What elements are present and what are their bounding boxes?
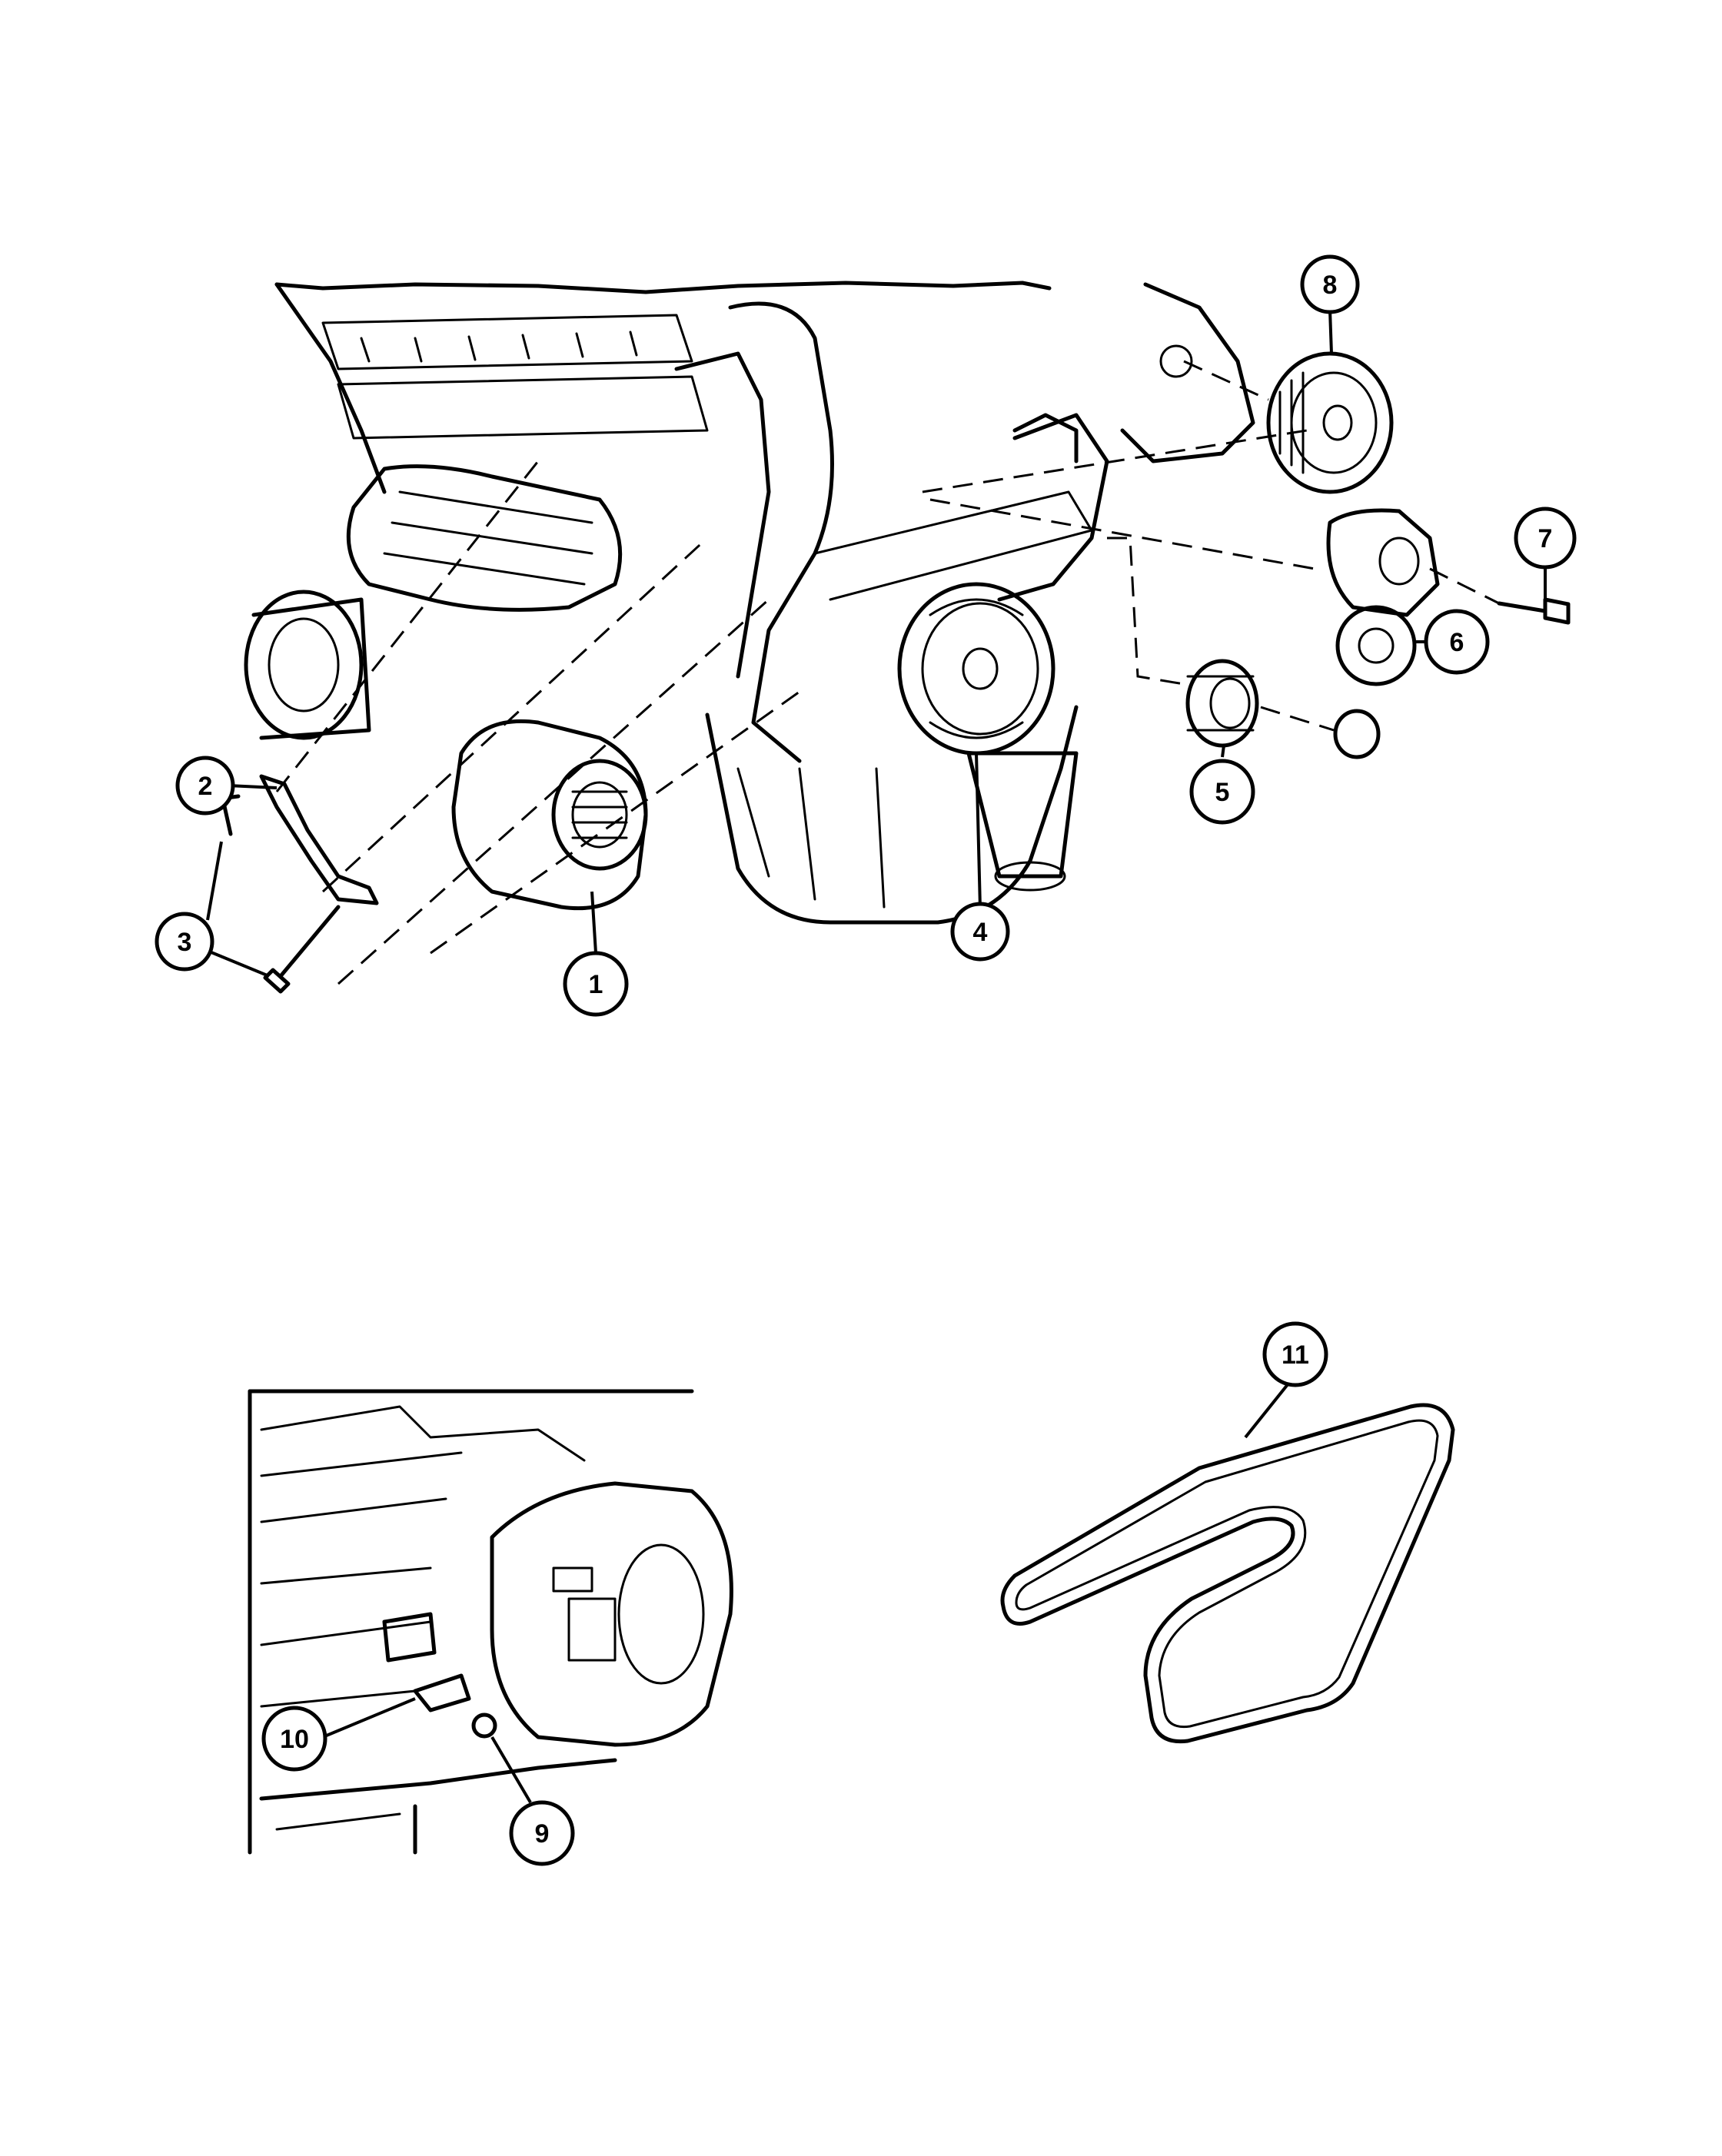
callout-2: 2 <box>175 756 235 816</box>
callout-10-label: 10 <box>280 1725 309 1754</box>
callout-11: 11 <box>1262 1321 1328 1387</box>
callout-5-label: 5 <box>1215 778 1230 807</box>
alternator <box>451 719 648 911</box>
callout-7: 7 <box>1514 507 1577 570</box>
callout-3: 3 <box>155 912 214 972</box>
serpentine-belt <box>1000 1403 1455 1744</box>
callout-8-label: 8 <box>1323 271 1338 300</box>
engine-illustration <box>244 281 1255 925</box>
callout-3-label: 3 <box>178 928 192 957</box>
callout-10: 10 <box>261 1706 327 1772</box>
callout-4: 4 <box>950 902 1010 962</box>
callout-11-label: 11 <box>1282 1340 1309 1370</box>
callout-6-label: 6 <box>1450 628 1464 657</box>
callout-1: 1 <box>563 951 629 1017</box>
callout-2-label: 2 <box>198 772 213 801</box>
callout-8: 8 <box>1300 254 1360 314</box>
callout-5: 5 <box>1189 759 1255 825</box>
leader-lines <box>206 309 1547 1804</box>
callout-1-label: 1 <box>589 970 603 999</box>
callout-9-label: 9 <box>535 1819 550 1849</box>
crankshaft-damper <box>897 582 1055 756</box>
belt-tensioner <box>1326 508 1440 686</box>
detail-ac-compressor <box>248 1389 733 1855</box>
alternator-bracket <box>259 774 379 905</box>
callout-4-label: 4 <box>973 918 988 947</box>
callout-7-label: 7 <box>1538 524 1553 553</box>
tensioner-bolt <box>1497 597 1571 625</box>
callout-6: 6 <box>1424 609 1490 675</box>
callout-9: 9 <box>509 1800 575 1866</box>
assembly-lines <box>275 360 1500 985</box>
power-steering-pulley <box>1266 351 1394 494</box>
